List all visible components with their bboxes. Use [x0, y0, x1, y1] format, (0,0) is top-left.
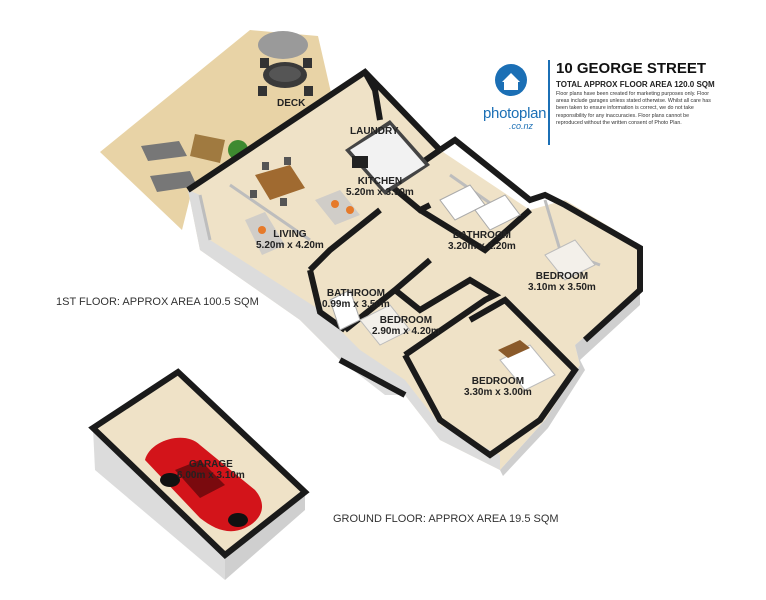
room-label-laundry: LAUNDRY — [350, 126, 399, 137]
header-divider — [548, 60, 550, 145]
room-label-bedroom-middle: BEDROOM 2.90m x 4.20m — [372, 315, 440, 337]
brand-name: photoplan — [483, 105, 547, 122]
room-name: LIVING — [273, 229, 307, 240]
room-name: BEDROOM — [535, 271, 589, 282]
room-label-bedroom-front: BEDROOM 3.30m x 3.00m — [464, 376, 532, 398]
room-size: 3.10m x 3.50m — [528, 282, 596, 293]
garage-car — [145, 437, 263, 532]
room-name: BATHROOM — [326, 288, 385, 299]
room-label-bathroom-main: BATHROOM 3.20m x 2.20m — [448, 230, 516, 252]
bathroom-fixtures — [329, 184, 521, 331]
room-name: BEDROOM — [471, 376, 525, 387]
property-title: 10 GEORGE STREET — [556, 60, 707, 77]
room-label-kitchen: KITCHEN 5.20m x 3.90m — [346, 176, 414, 198]
room-size: 2.90m x 4.20m — [372, 326, 440, 337]
room-size: 3.30m x 3.00m — [464, 387, 532, 398]
room-label-living: LIVING 5.20m x 4.20m — [256, 229, 324, 251]
room-label-garage: GARAGE 6.00m x 3.10m — [177, 459, 245, 481]
kitchen-counters — [345, 120, 430, 195]
room-name: LAUNDRY — [350, 126, 399, 137]
deck-dining-set — [258, 31, 313, 96]
room-name: KITCHEN — [357, 176, 403, 187]
room-label-bathroom-small: BATHROOM 0.99m x 3.50m — [322, 288, 390, 310]
room-size: 5.20m x 4.20m — [256, 240, 324, 251]
room-label-bedroom-east: BEDROOM 3.10m x 3.50m — [528, 271, 596, 293]
total-area: TOTAL APPROX FLOOR AREA 120.0 SQM — [556, 80, 715, 89]
disclaimer-text: Floor plans have been created for market… — [556, 91, 711, 126]
room-size: 6.00m x 3.10m — [177, 470, 245, 481]
room-name: BEDROOM — [379, 315, 433, 326]
living-sofas — [245, 190, 360, 255]
room-name: GARAGE — [188, 459, 233, 470]
room-name: BATHROOM — [452, 230, 511, 241]
brand-domain: .co.nz — [509, 121, 534, 131]
room-name: DECK — [277, 98, 306, 109]
room-size: 3.20m x 2.20m — [448, 241, 516, 252]
dining-table — [250, 157, 305, 206]
room-size: 5.20m x 3.90m — [346, 187, 414, 198]
house-icon — [495, 64, 527, 96]
house-walls — [186, 68, 643, 459]
room-label-deck: DECK — [277, 98, 305, 109]
ground-floor-area: GROUND FLOOR: APPROX AREA 19.5 SQM — [333, 513, 559, 525]
first-floor-area: 1ST FLOOR: APPROX AREA 100.5 SQM — [56, 296, 259, 308]
bedroom-beds — [359, 239, 596, 391]
room-size: 0.99m x 3.50m — [322, 299, 390, 310]
